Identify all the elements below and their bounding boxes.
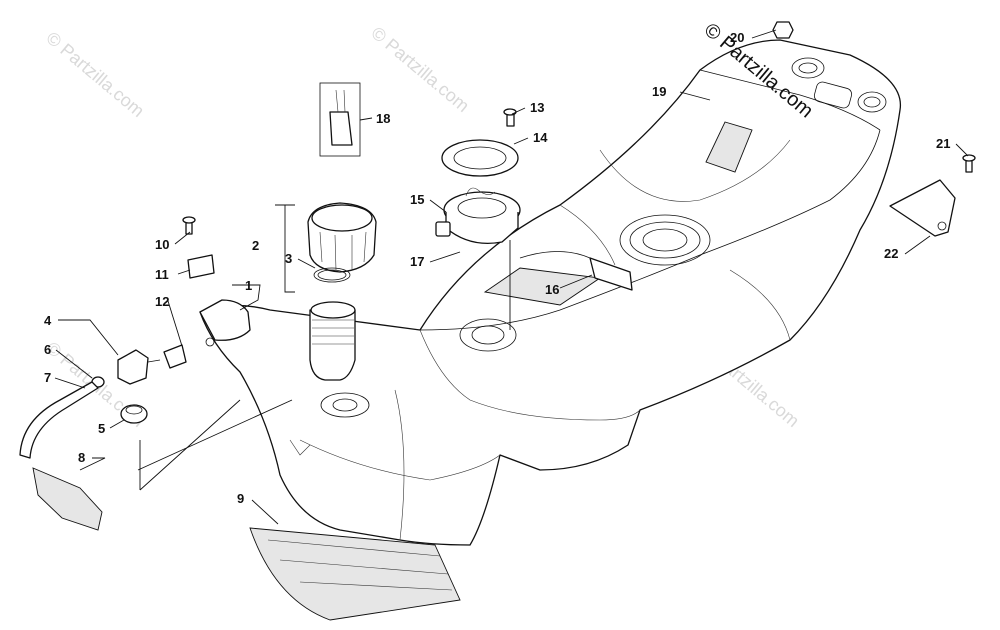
- callout-19: 19: [652, 84, 666, 99]
- callout-16: 16: [545, 282, 559, 297]
- tank-nut[interactable]: [772, 21, 794, 39]
- fuel-level-sensor[interactable]: [319, 82, 361, 157]
- bracket-screw[interactable]: [962, 154, 976, 173]
- o-ring[interactable]: [313, 267, 351, 283]
- callout-15: 15: [410, 192, 424, 207]
- callout-1: 1: [245, 278, 252, 293]
- watermark-faint: © Partzilla.com: [367, 23, 473, 116]
- callout-7: 7: [44, 370, 51, 385]
- bracket-screw-left[interactable]: [182, 216, 196, 235]
- callout-labels: 1 2 3 4 5 6 7 8 9 10 11 12 13 14 15 16 1…: [44, 30, 950, 506]
- fuel-tank-pad[interactable]: [32, 467, 103, 531]
- callout-13: 13: [530, 100, 544, 115]
- fuel-tank[interactable]: [199, 39, 902, 546]
- callout-6: 6: [44, 342, 51, 357]
- spacer[interactable]: [187, 254, 215, 279]
- callout-4: 4: [44, 313, 52, 328]
- watermark-faint: © Partzilla.com: [42, 28, 148, 121]
- callout-17: 17: [410, 254, 424, 269]
- callout-8: 8: [78, 450, 85, 465]
- leader-lines: [54, 29, 969, 525]
- callout-14: 14: [533, 130, 548, 145]
- callout-21: 21: [936, 136, 950, 151]
- vent-valve[interactable]: [117, 349, 161, 385]
- fuel-pump[interactable]: [435, 187, 521, 245]
- hose-clip[interactable]: [163, 344, 187, 369]
- callout-11: 11: [155, 267, 169, 282]
- callout-2: 2: [252, 238, 259, 253]
- pump-screw[interactable]: [503, 108, 517, 127]
- callout-3: 3: [285, 251, 292, 266]
- callout-12: 12: [155, 294, 169, 309]
- filler-neck[interactable]: [309, 301, 356, 381]
- wiring-connector[interactable]: [519, 251, 633, 291]
- pump-gasket[interactable]: [441, 139, 519, 177]
- callout-9: 9: [237, 491, 244, 506]
- rear-mount-bracket[interactable]: [889, 179, 956, 237]
- callout-18: 18: [376, 111, 390, 126]
- callout-22: 22: [884, 246, 898, 261]
- skid-plate[interactable]: [249, 527, 461, 621]
- callout-5: 5: [98, 421, 105, 436]
- vent-hose[interactable]: [19, 381, 99, 459]
- callout-20: 20: [730, 30, 744, 45]
- callout-10: 10: [155, 237, 169, 252]
- fuel-cap[interactable]: [307, 202, 377, 273]
- grommet[interactable]: [120, 404, 148, 424]
